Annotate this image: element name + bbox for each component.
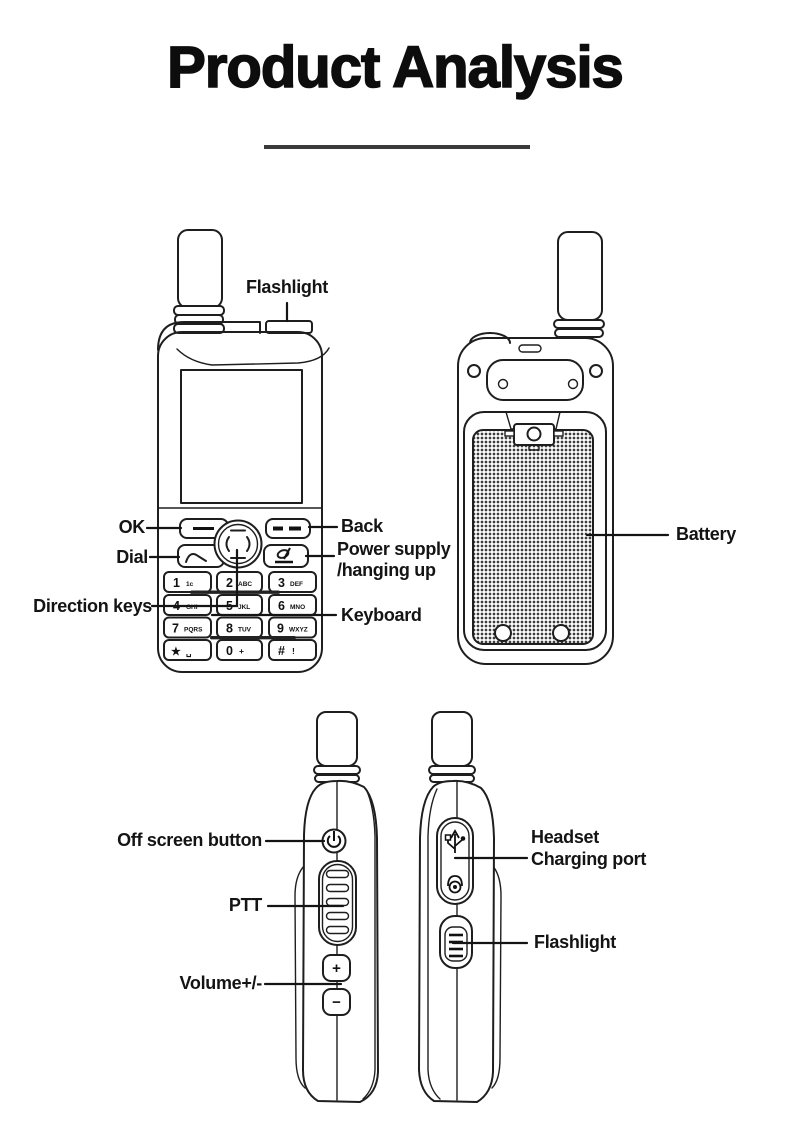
front-body	[157, 331, 323, 673]
svg-text:+: +	[239, 646, 244, 656]
volume-up-button: +	[322, 954, 351, 982]
label-keyboard: Keyboard	[341, 605, 422, 625]
handset-lift-icon	[185, 553, 207, 563]
label-charging-port: Charging port	[531, 849, 647, 869]
back-flashlight-lens	[469, 332, 511, 344]
earpiece	[176, 347, 330, 366]
label-ptt: PTT	[228, 895, 262, 915]
svg-text:+: +	[332, 960, 341, 977]
power-icon	[326, 831, 342, 848]
direction-pad	[213, 519, 263, 569]
svg-text:1c: 1c	[186, 581, 194, 588]
svg-text:2: 2	[226, 576, 233, 590]
svg-text:PQRS: PQRS	[184, 627, 203, 634]
svg-text:TUV: TUV	[238, 627, 252, 634]
usb-icon	[444, 829, 466, 853]
battery-recess	[463, 411, 607, 651]
back-slot	[518, 344, 542, 353]
label-dial: Dial	[116, 547, 148, 567]
label-volume: Volume+/-	[179, 973, 263, 993]
edge-line	[362, 788, 376, 1100]
screw	[589, 364, 603, 378]
handset-down-icon	[275, 547, 293, 564]
label-ok: OK	[118, 517, 146, 537]
keypad-ridge	[190, 590, 280, 594]
label-flashlight-side: Flashlight	[534, 932, 616, 952]
svg-text:6: 6	[278, 599, 285, 613]
svg-text:␣: ␣	[186, 647, 192, 658]
off-screen-button	[321, 828, 347, 854]
svg-text:!: !	[292, 646, 295, 656]
edge-line	[427, 788, 441, 1100]
back-body	[457, 337, 614, 665]
svg-text:−: −	[332, 994, 341, 1011]
svg-text:#: #	[278, 644, 285, 658]
page-title: Product Analysis	[166, 34, 624, 101]
key-hash	[268, 639, 317, 661]
leader-direction-keys	[150, 548, 239, 608]
svg-text:1: 1	[173, 576, 180, 590]
screw	[467, 364, 481, 378]
svg-text:JKL: JKL	[238, 604, 250, 611]
headset-charging-port-panel	[436, 817, 474, 905]
screen	[180, 369, 303, 504]
key-1	[163, 571, 212, 593]
key-7	[163, 616, 212, 639]
keypad: 1 1c 2 ABC 3 DEF 4 GHI 5 JKL 6 MNO 7 PQR	[163, 571, 317, 661]
title-underline	[264, 145, 530, 149]
svg-text:WXYZ: WXYZ	[289, 627, 308, 634]
ptt-button	[318, 860, 357, 946]
right-side-view-drawing	[418, 711, 502, 1103]
front-antenna	[173, 229, 225, 334]
label-off-screen-button: Off screen button	[117, 830, 262, 850]
svg-text:★: ★	[171, 646, 181, 658]
left-side-view-drawing: + −	[294, 711, 379, 1103]
svg-text:7: 7	[172, 622, 179, 636]
label-power-supply-1: Power supply	[337, 539, 451, 559]
battery-screw	[494, 624, 512, 642]
label-power-supply-2: /hanging up	[337, 560, 436, 580]
key-3	[268, 571, 317, 593]
left-side-antenna	[313, 711, 361, 783]
svg-text:0: 0	[226, 644, 233, 658]
keypad-ridge	[210, 636, 296, 640]
svg-text:9: 9	[277, 622, 284, 636]
battery	[472, 411, 594, 645]
back-view-drawing	[457, 231, 614, 665]
svg-text:8: 8	[226, 622, 233, 636]
right-side-edge-bump	[491, 864, 502, 1089]
key-star	[163, 639, 212, 661]
label-battery: Battery	[676, 524, 736, 544]
svg-text:ABC: ABC	[238, 581, 252, 588]
label-headset: Headset	[531, 827, 599, 847]
headset-icon	[447, 875, 463, 894]
svg-text:MNO: MNO	[290, 604, 305, 611]
front-view-drawing: 1 1c 2 ABC 3 DEF 4 GHI 5 JKL 6 MNO 7 PQR	[157, 229, 330, 673]
battery-latch	[504, 423, 564, 451]
right-side-antenna	[428, 711, 476, 783]
label-flashlight-top: Flashlight	[246, 277, 328, 297]
back-key	[265, 518, 311, 539]
battery-screw	[552, 624, 570, 642]
svg-text:3: 3	[278, 576, 285, 590]
volume-down-button: −	[322, 988, 351, 1016]
svg-text:DEF: DEF	[290, 581, 303, 588]
power-end-key	[263, 544, 309, 568]
label-back: Back	[341, 516, 383, 536]
svg-text:GHI: GHI	[186, 604, 198, 611]
speaker-plate	[486, 359, 584, 401]
back-antenna	[553, 231, 605, 338]
leader-lines	[145, 301, 670, 986]
left-side-edge-bump	[294, 864, 306, 1089]
label-direction-keys: Direction keys	[33, 596, 152, 616]
key-0	[216, 639, 263, 661]
front-top-ledge	[157, 321, 261, 351]
